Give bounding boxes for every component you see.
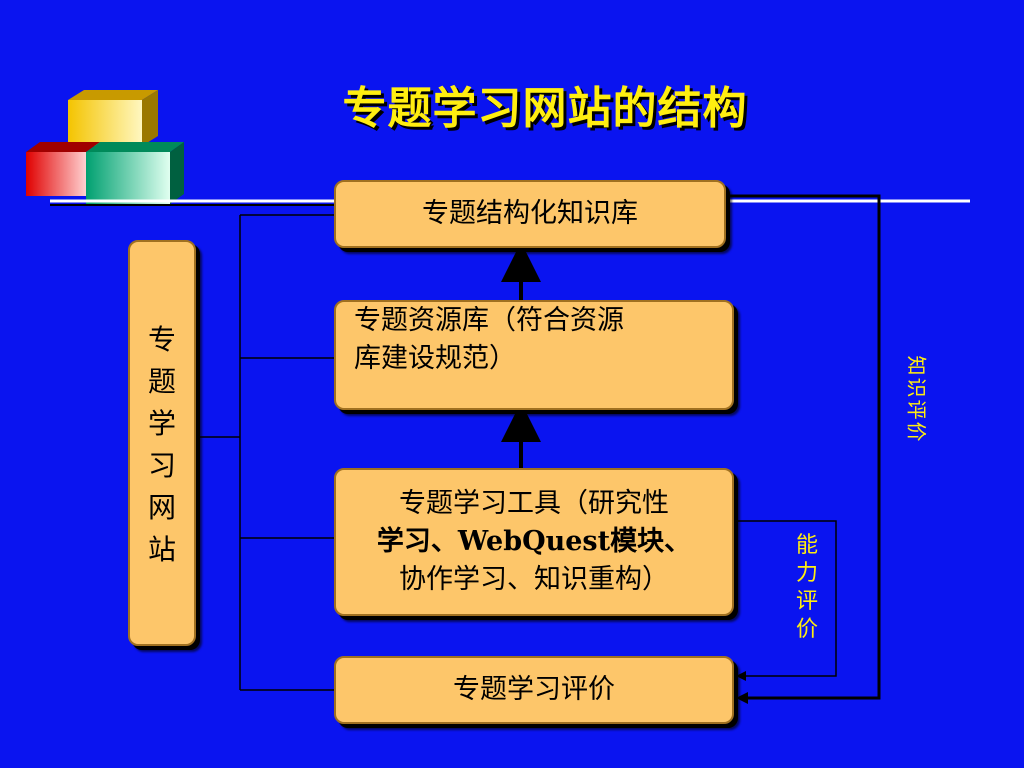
evaluation-box: 专题学习评价 bbox=[334, 656, 734, 724]
learning-tools-box: 专题学习工具（研究性 学习、WebQuest模块、 协作学习、知识重构） bbox=[334, 468, 734, 616]
website-char: 题 bbox=[147, 365, 176, 398]
stacked-color-cubes-icon bbox=[26, 90, 184, 204]
website-char: 站 bbox=[147, 533, 176, 566]
knowledge-evaluation-label: 知识评价 bbox=[904, 355, 929, 444]
website-char: 习 bbox=[147, 449, 176, 482]
website-box: 专 题 学 习 网 站 bbox=[128, 240, 196, 646]
resource-library-line: 专题资源库（符合资源 bbox=[354, 305, 624, 336]
ability-evaluation-label: 能 力 评 价 bbox=[795, 533, 818, 642]
knowledge-base-box: 专题结构化知识库 bbox=[334, 180, 726, 248]
learning-tools-line: 协作学习、知识重构） bbox=[399, 564, 669, 595]
evaluation-label: 专题学习评价 bbox=[453, 674, 615, 705]
learning-tools-line: 专题学习工具（研究性 bbox=[399, 488, 669, 519]
website-char: 学 bbox=[147, 407, 176, 440]
website-char: 网 bbox=[147, 491, 176, 524]
website-char: 专 bbox=[147, 323, 176, 356]
knowledge-base-label: 专题结构化知识库 bbox=[422, 198, 638, 229]
resource-library-box: 专题资源库（符合资源 库建设规范） bbox=[334, 300, 734, 410]
learning-tools-line: 学习、WebQuest模块、 bbox=[376, 526, 692, 557]
resource-library-line: 库建设规范） bbox=[354, 343, 516, 374]
page-title: 专题学习网站的结构 bbox=[342, 83, 748, 134]
